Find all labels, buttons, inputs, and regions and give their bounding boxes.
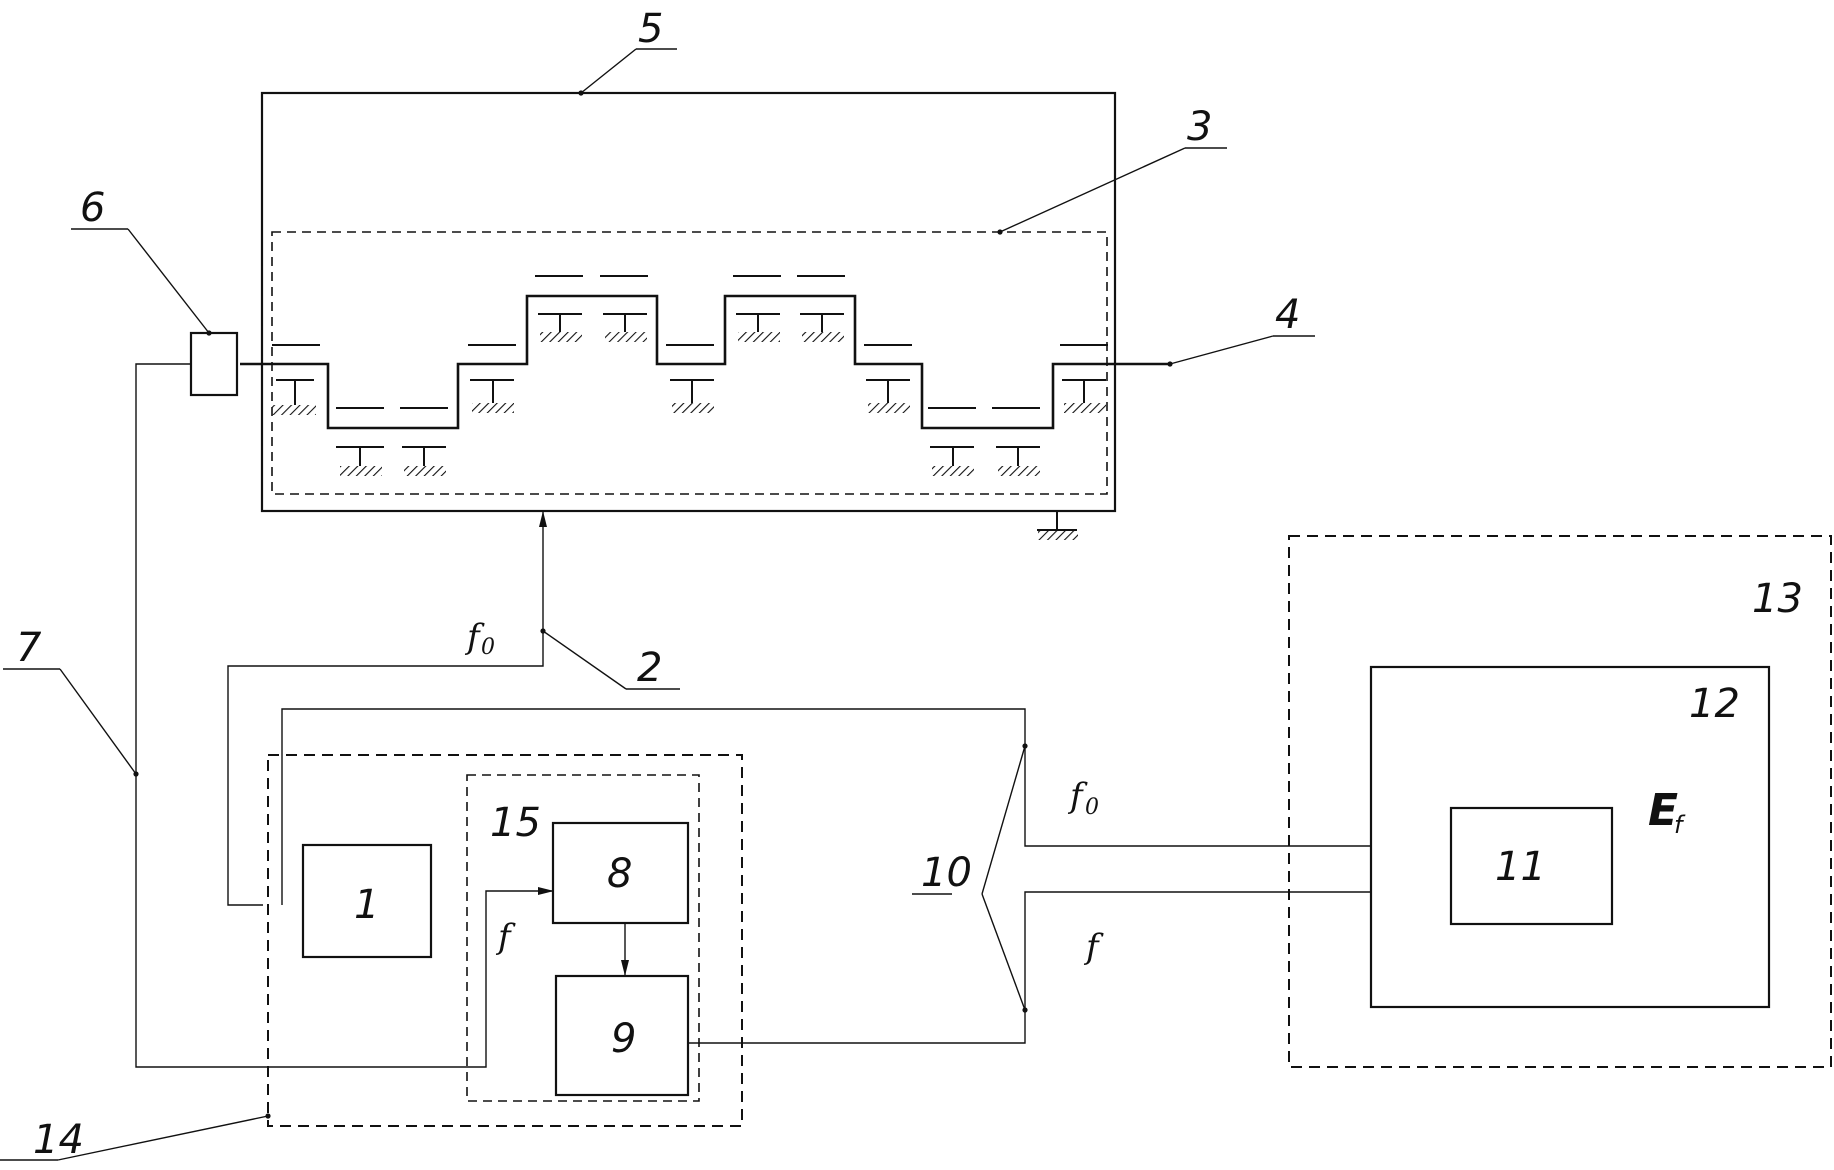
block-8 — [551, 821, 690, 925]
group-13 — [1288, 535, 1832, 1068]
element-4 — [468, 344, 516, 413]
block-9 — [554, 974, 690, 1097]
signal-f-left: f — [495, 917, 516, 957]
element-3 — [400, 407, 448, 476]
label-3: 3 — [1187, 104, 1212, 150]
label-2: 2 — [637, 645, 662, 691]
group-15 — [466, 774, 700, 1102]
block-11-label: 11 — [1495, 844, 1546, 890]
element-8 — [733, 275, 781, 342]
group-14 — [267, 754, 743, 1127]
signal-f0-right: f 0 — [1067, 776, 1099, 820]
block-1-label: 1 — [354, 882, 379, 928]
element-6 — [600, 275, 648, 342]
signal-f-right: f — [1083, 927, 1104, 967]
housing-ground — [1037, 511, 1078, 540]
signal-f0-top: f 0 — [464, 617, 495, 660]
label-5: 5 — [638, 6, 663, 52]
element-9 — [797, 275, 845, 342]
label-13: 13 — [1752, 576, 1803, 622]
element-12 — [992, 407, 1040, 476]
element-10 — [864, 344, 912, 413]
label-12: 12 — [1689, 681, 1740, 727]
signal-f0-right-sub: 0 — [1085, 795, 1099, 820]
wire-2 — [227, 511, 547, 906]
element-1 — [272, 344, 320, 415]
block-1 — [301, 843, 433, 959]
output-ef: E f — [1648, 785, 1686, 839]
resonator-elements — [272, 275, 1108, 476]
wire-7 — [135, 363, 554, 1068]
label-15: 15 — [490, 800, 541, 846]
output-e: E — [1648, 785, 1678, 836]
label-4: 4 — [1275, 292, 1300, 338]
coupler-6 — [189, 331, 239, 397]
label-7: 7 — [16, 625, 42, 671]
element-2 — [336, 407, 384, 476]
block-8-label: 8 — [607, 851, 632, 897]
element-7 — [666, 344, 714, 413]
leader-lines — [0, 48, 1315, 1161]
element-5 — [535, 275, 583, 342]
element-11 — [928, 407, 976, 476]
signal-f0-top-sub: 0 — [481, 635, 495, 660]
housing-5 — [260, 91, 1117, 513]
label-10: 10 — [921, 850, 972, 896]
wire-f — [688, 888, 1452, 1044]
stepped-line — [240, 294, 1168, 430]
label-14: 14 — [33, 1117, 84, 1163]
label-6: 6 — [80, 185, 105, 231]
wire-f0 — [281, 708, 1452, 905]
block-9-label: 9 — [611, 1016, 636, 1062]
junction-dots — [133, 90, 1173, 1119]
block-11 — [1449, 806, 1614, 926]
element-13 — [1060, 344, 1108, 413]
